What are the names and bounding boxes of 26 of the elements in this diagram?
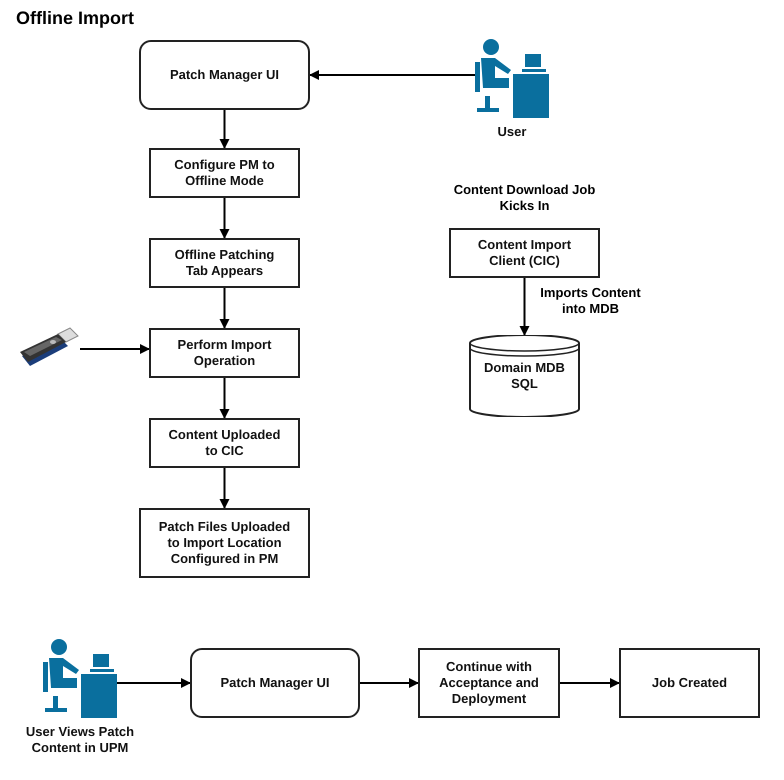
process-box: Continue with Acceptance and Deployment	[418, 648, 560, 718]
arrow	[560, 678, 620, 688]
arrow	[520, 278, 530, 336]
arrow	[220, 378, 230, 419]
diagram-title: Offline Import	[16, 8, 134, 29]
arrow	[220, 198, 230, 239]
process-box: Patch Files Uploaded to Import Location Configured in PM	[139, 508, 310, 578]
database-label: Domain MDB SQL	[483, 360, 566, 392]
arrow	[360, 678, 419, 688]
rounded-process-box: Patch Manager UI	[139, 40, 310, 110]
process-box: Configure PM to Offline Mode	[149, 148, 300, 198]
arrow	[220, 110, 230, 149]
rounded-process-box: Patch Manager UI	[190, 648, 360, 718]
step-caption: Content Download Job Kicks In	[452, 182, 596, 214]
process-box: Job Created	[619, 648, 760, 718]
process-box: Content Import Client (CIC)	[449, 228, 600, 278]
process-box: Perform Import Operation	[149, 328, 300, 378]
arrow	[309, 70, 475, 80]
arrow	[80, 344, 150, 354]
arrow	[117, 678, 191, 688]
user-label: User	[496, 124, 528, 140]
process-box: Content Uploaded to CIC	[149, 418, 300, 468]
user-label: User Views Patch Content in UPM	[24, 724, 136, 756]
arrow	[220, 288, 230, 329]
arrow	[220, 468, 230, 509]
process-box: Offline Patching Tab Appears	[149, 238, 300, 288]
